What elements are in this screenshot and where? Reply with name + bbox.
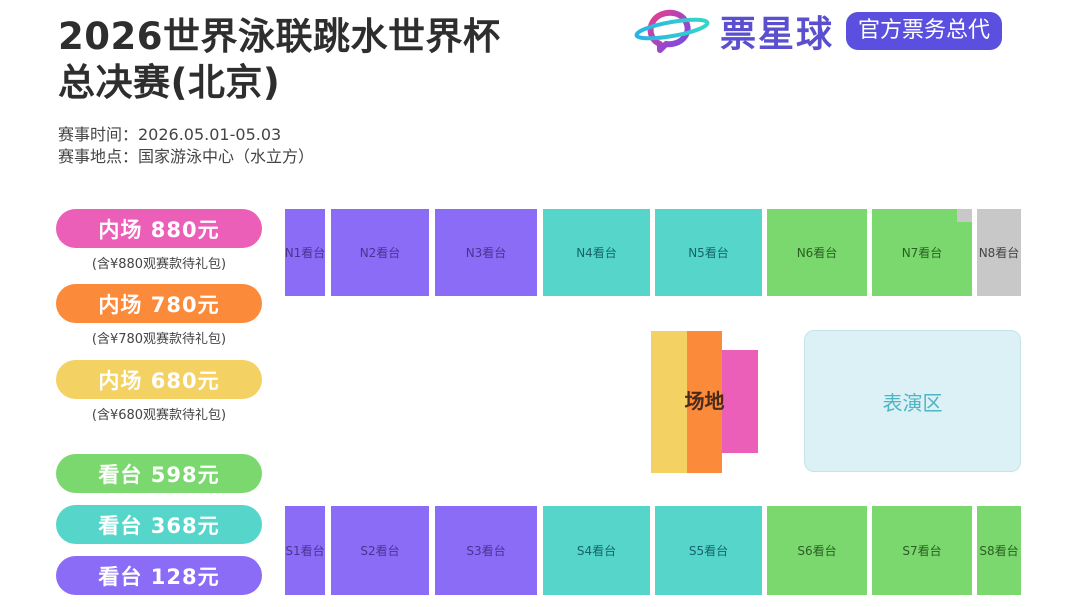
stand-n2[interactable]: N2看台 xyxy=(331,209,429,296)
price-label: 看台 598元 xyxy=(98,462,220,487)
event-date: 赛事时间：2026.05.01-05.03 xyxy=(58,125,282,144)
stand-s5[interactable]: S5看台 xyxy=(655,506,762,595)
brand-header: 票星球 官方票务总代 xyxy=(632,4,1003,58)
official-agent-badge: 官方票务总代 xyxy=(846,12,1003,50)
field-zone-880[interactable] xyxy=(722,350,758,453)
stand-s7[interactable]: S7看台 xyxy=(872,506,972,595)
stand-label: N7看台 xyxy=(901,246,943,260)
price-label: 看台 368元 xyxy=(98,513,220,538)
stand-n5[interactable]: N5看台 xyxy=(655,209,762,296)
price-note-880: (含¥880观赛款待礼包) xyxy=(91,257,227,272)
stand-label: N1看台 xyxy=(285,246,325,260)
price-tier-128[interactable]: 看台 128元 xyxy=(56,556,262,595)
price-tier-780[interactable]: 内场 780元 xyxy=(56,284,262,323)
price-label: 内场 780元 xyxy=(98,292,220,317)
price-label: 内场 880元 xyxy=(98,217,220,242)
title-line-2: 总决赛(北京) xyxy=(58,61,281,104)
field-label: 场地 xyxy=(684,389,725,413)
price-tier-680[interactable]: 内场 680元 xyxy=(56,360,262,399)
price-tier-598[interactable]: 看台 598元 xyxy=(56,454,262,493)
stand-label: S2看台 xyxy=(360,544,400,558)
event-venue: 赛事地点：国家游泳中心（水立方） xyxy=(58,147,315,166)
stand-n4[interactable]: N4看台 xyxy=(543,209,650,296)
field-zone-680[interactable] xyxy=(651,331,687,473)
stand-s1[interactable]: S1看台 xyxy=(285,506,325,595)
planet-chat-logo-icon xyxy=(632,4,712,58)
stand-label: N8看台 xyxy=(978,246,1020,260)
price-tier-880[interactable]: 内场 880元 xyxy=(56,209,262,248)
stand-label: S3看台 xyxy=(466,544,506,558)
stand-n8[interactable]: N8看台 xyxy=(977,209,1021,296)
title-line-1: 2026世界泳联跳水世界杯 xyxy=(58,15,501,58)
stand-n7[interactable]: N7看台 xyxy=(872,209,972,296)
stand-n6[interactable]: N6看台 xyxy=(767,209,867,296)
stand-label: N2看台 xyxy=(359,246,401,260)
stand-label: N5看台 xyxy=(688,246,729,260)
stand-label: S8看台 xyxy=(979,544,1019,558)
stand-label: S4看台 xyxy=(576,544,617,558)
stand-label: N3看台 xyxy=(465,246,507,260)
stand-label: N6看台 xyxy=(796,246,838,260)
performance-area: 表演区 xyxy=(804,330,1021,472)
price-note-780: (含¥780观赛款待礼包) xyxy=(91,332,227,347)
stand-n1[interactable]: N1看台 xyxy=(285,209,325,296)
stand-label: S5看台 xyxy=(688,544,729,558)
price-label: 看台 128元 xyxy=(98,564,220,589)
field-zone-780[interactable] xyxy=(687,331,722,473)
page-title: 2026世界泳联跳水世界杯 总决赛(北京) xyxy=(58,14,500,106)
price-label: 内场 680元 xyxy=(98,368,220,393)
stand-s8[interactable]: S8看台 xyxy=(977,506,1021,595)
stand-label: S7看台 xyxy=(902,544,942,558)
stand-s3[interactable]: S3看台 xyxy=(435,506,537,595)
stand-label: N4看台 xyxy=(576,246,617,260)
price-tier-368[interactable]: 看台 368元 xyxy=(56,505,262,544)
performance-area-label: 表演区 xyxy=(882,390,943,415)
stand-s4[interactable]: S4看台 xyxy=(543,506,650,595)
price-note-680: (含¥680观赛款待礼包) xyxy=(91,408,227,423)
stand-s2[interactable]: S2看台 xyxy=(331,506,429,595)
stand-label: S1看台 xyxy=(285,544,325,558)
brand-name: 票星球 xyxy=(720,14,835,55)
stand-n3[interactable]: N3看台 xyxy=(435,209,537,296)
stand-s6[interactable]: S6看台 xyxy=(767,506,867,595)
stand-label: S6看台 xyxy=(797,544,837,558)
stand-n7-unavailable-corner xyxy=(957,209,972,222)
